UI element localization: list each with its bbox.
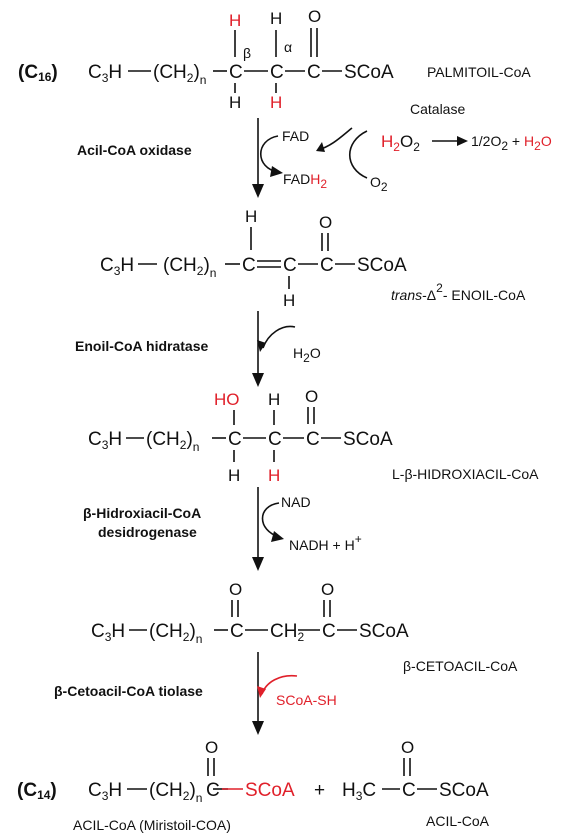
ch2n-group-4: (CH2)n xyxy=(149,621,202,646)
scoa-group-4: SCoA xyxy=(359,621,409,642)
ch2n-group: (CH2)n xyxy=(153,62,206,87)
beta-hydrogen-top: H xyxy=(229,11,241,30)
alpha-hydrogen-bottom: H xyxy=(270,93,282,112)
c14-tag: (C xyxy=(17,780,37,801)
h2o2-label: H2O2 xyxy=(381,132,420,154)
enoil-coa-structure: C3H (CH2)n C H C H C O SCoA trans-Δ2- EN… xyxy=(100,207,526,310)
hidroxiacil-carbonyl-oxygen: O xyxy=(305,387,318,406)
acil-coa-label: ACIL-CoA xyxy=(426,813,490,829)
c3h-group: C3H xyxy=(88,62,122,85)
cetoacil-carbonyl-carbon: C xyxy=(322,621,336,642)
ch2n-group-3: (CH2)n xyxy=(146,429,199,454)
svg-text:(C14): (C14) xyxy=(17,780,57,802)
tiolase-reaction: β-Cetoacil-CoA tiolase SCoA-SH xyxy=(54,652,337,735)
alpha-carbon: C xyxy=(270,62,284,83)
enoil-coa-hidratase-label: Enoil-CoA hidratase xyxy=(75,338,208,354)
keto-carbon: C xyxy=(230,621,244,642)
enoil-carbonyl-carbon: C xyxy=(320,255,334,276)
miristoil-carbonyl-oxygen: O xyxy=(205,738,218,757)
palmitoil-coa-structure: (C16) C3H (CH2)n C β H H C H α H C O SCo… xyxy=(18,7,531,112)
acil-carbonyl-oxygen: O xyxy=(401,738,414,757)
acil-coa-oxidase-label: Acil-CoA oxidase xyxy=(77,142,192,158)
enoil-carbon-alpha: C xyxy=(283,255,297,276)
c3h-group-2: C3H xyxy=(100,255,134,278)
beta-carbon: C xyxy=(229,62,243,83)
hidroxiacil-coa-structure: C3H (CH2)n C HO H C H H C O SCoA L-β-HID… xyxy=(88,387,539,485)
ch2n-group-5: (CH2)n xyxy=(149,780,202,805)
enoil-carbonyl-oxygen: O xyxy=(319,213,332,232)
cetoacil-coa-label: β-CETOACIL-CoA xyxy=(403,658,518,674)
hydroxy-carbon: C xyxy=(228,429,242,450)
cetoacil-carbonyl-oxygen: O xyxy=(321,580,334,599)
c3h-group-4: C3H xyxy=(91,621,125,644)
scoa-sh-label: SCoA-SH xyxy=(276,692,337,708)
plus-sign: + xyxy=(314,780,325,801)
enoil-carbon-beta: C xyxy=(242,255,256,276)
desidrogenase-reaction: β-Hidroxiacil-CoA desidrogenase NAD NADH… xyxy=(83,487,362,571)
carbonyl-oxygen: O xyxy=(308,7,321,26)
palmitoil-coa-label: PALMITOIL-CoA xyxy=(427,64,531,80)
fadh2-label: FADH2 xyxy=(283,171,327,191)
scoa-group: SCoA xyxy=(344,62,394,83)
nadh-label: NADH + H+ xyxy=(289,532,362,553)
alpha-label: α xyxy=(284,39,292,55)
acil-carbonyl-carbon: C xyxy=(402,780,416,801)
hidroxiacil-coa-label: L-β-HIDROXIACIL-CoA xyxy=(392,466,539,482)
enoil-hydrogen-top: H xyxy=(245,207,257,226)
methyl-group: H3C xyxy=(342,780,376,803)
scoa-group-2: SCoA xyxy=(357,255,407,276)
desidrogenase-label-line2: desidrogenase xyxy=(98,524,197,540)
o2-label: O2 xyxy=(370,174,388,194)
hidroxiacil-alpha-hydrogen-top: H xyxy=(268,390,280,409)
c16-tag: (C xyxy=(18,62,38,83)
svg-text:(C16): (C16) xyxy=(18,62,58,84)
cetoacil-coa-structure: C3H (CH2)n C O CH2 C O SCoA β-CETOACIL-C… xyxy=(91,580,518,674)
hidroxiacil-alpha-hydrogen-bottom: H xyxy=(268,466,280,485)
alpha-hydrogen-top: H xyxy=(270,9,282,28)
acil-scoa-group: SCoA xyxy=(439,780,489,801)
hidroxiacil-alpha-carbon: C xyxy=(268,429,282,450)
water-label: H2O xyxy=(293,345,321,365)
fad-label: FAD xyxy=(282,128,309,144)
ch2n-group-2: (CH2)n xyxy=(163,255,216,280)
c3h-group-3: C3H xyxy=(88,429,122,452)
acil-coa-structure: H3C C O SCoA ACIL-CoA xyxy=(342,738,490,829)
catalase-label: Catalase xyxy=(410,101,465,117)
desidrogenase-label-line1: β-Hidroxiacil-CoA xyxy=(83,505,201,521)
oxygen-water-products: 1/2O2 + H2O xyxy=(471,133,552,153)
carbonyl-carbon: C xyxy=(307,62,321,83)
keto-oxygen: O xyxy=(229,580,242,599)
beta-label: β xyxy=(243,45,251,61)
beta-hydrogen-bottom: H xyxy=(229,93,241,112)
scoa-group-3: SCoA xyxy=(343,429,393,450)
oxidase-reaction: Acil-CoA oxidase FAD FADH2 Catalase H2O2… xyxy=(77,101,552,198)
hidroxiacil-carbonyl-carbon: C xyxy=(306,429,320,450)
hydroxy-carbon-hydrogen: H xyxy=(228,466,240,485)
miristoil-carbonyl-carbon: C xyxy=(206,780,220,801)
enoil-hydrogen-bottom: H xyxy=(283,291,295,310)
c3h-group-5: C3H xyxy=(88,780,122,803)
hidratase-reaction: Enoil-CoA hidratase H2O xyxy=(75,311,321,387)
cetoacil-coa-tiolase-label: β-Cetoacil-CoA tiolase xyxy=(54,683,203,699)
miristoil-coa-label: ACIL-CoA (Miristoil-COA) xyxy=(73,817,231,833)
enoil-coa-label: trans-Δ2- ENOIL-CoA xyxy=(391,281,526,303)
methylene-group: CH2 xyxy=(270,621,304,644)
miristoil-coa-structure: (C14) C3H (CH2)n C O SCoA ACIL-CoA (Miri… xyxy=(17,738,295,833)
miristoil-scoa-group: SCoA xyxy=(245,780,295,801)
hydroxyl-group: HO xyxy=(214,390,240,409)
nad-label: NAD xyxy=(281,494,311,510)
